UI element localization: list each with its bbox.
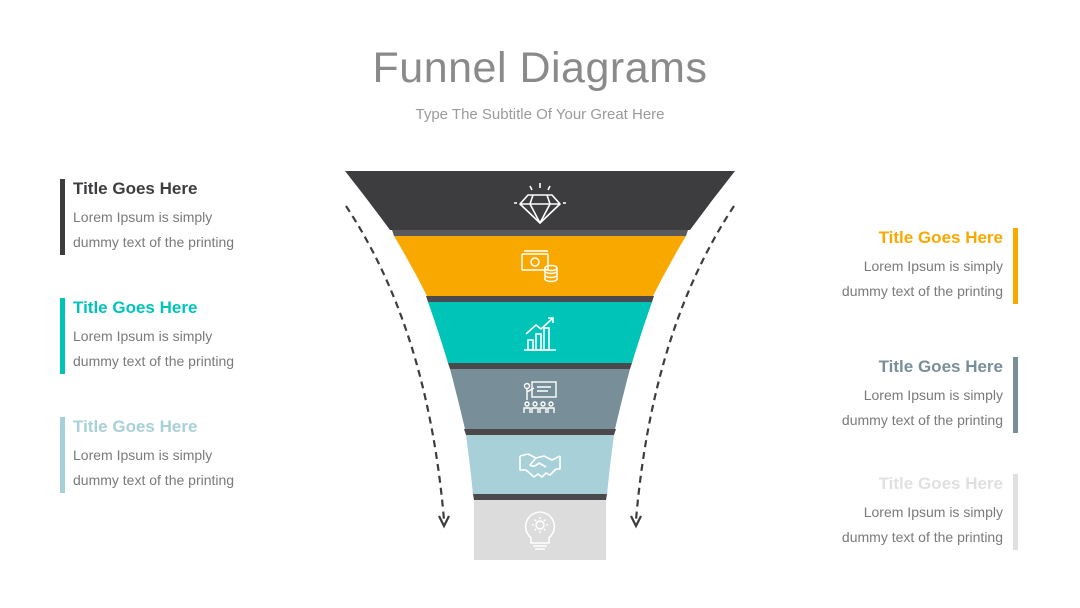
funnel-level-5 xyxy=(466,435,614,494)
handshake-icon xyxy=(519,453,561,478)
funnel-lip-4 xyxy=(464,429,616,435)
lightbulb-gear-icon xyxy=(524,511,556,550)
left-card-3-accent-bar xyxy=(60,417,65,493)
right-card-2-title: Title Goes Here xyxy=(878,357,1003,376)
right-card-1-text-line-2: dummy text of the printing xyxy=(841,283,1003,299)
funnel-level-4 xyxy=(450,369,630,429)
left-card-2-accent-bar xyxy=(60,298,65,374)
right-dashed-arrow xyxy=(634,205,735,521)
funnel-level-6 xyxy=(474,500,606,560)
funnel-level-1 xyxy=(345,171,735,230)
funnel-level-3 xyxy=(428,302,652,363)
funnel-level-2 xyxy=(394,236,686,296)
right-card-2-text-line-2: dummy text of the printing xyxy=(841,412,1003,428)
left-card-3-text-line-2: dummy text of the printing xyxy=(73,472,235,488)
right-card-1-accent-bar xyxy=(1013,228,1018,304)
growth-chart-icon xyxy=(524,317,556,351)
right-card-2-text-line-1: Lorem Ipsum is simply xyxy=(863,387,1003,403)
left-card-2-text-line-2: dummy text of the printing xyxy=(73,353,235,369)
left-card-3-text-line-1: Lorem Ipsum is simply xyxy=(73,447,213,463)
diamond-icon xyxy=(514,183,566,224)
right-card-3-accent-bar xyxy=(1013,474,1018,550)
left-card-2-title: Title Goes Here xyxy=(73,298,198,317)
page-title: Funnel Diagrams xyxy=(372,44,708,92)
left-card-3-title: Title Goes Here xyxy=(73,417,198,436)
right-card-3-text-line-2: dummy text of the printing xyxy=(841,529,1003,545)
right-card-1-title: Title Goes Here xyxy=(878,228,1003,247)
left-dashed-arrow xyxy=(345,205,446,521)
left-card-2-text-line-1: Lorem Ipsum is simply xyxy=(73,328,213,344)
funnel-lip-1 xyxy=(392,230,688,236)
left-card-1-title: Title Goes Here xyxy=(73,179,198,198)
left-arrow-head xyxy=(438,515,450,529)
page-subtitle: Type The Subtitle Of Your Great Here xyxy=(415,106,665,123)
left-card-1-text-line-2: dummy text of the printing xyxy=(73,234,235,250)
left-card-1-text-line-1: Lorem Ipsum is simply xyxy=(73,209,213,225)
right-card-2-accent-bar xyxy=(1013,357,1018,433)
right-card-3-text-line-1: Lorem Ipsum is simply xyxy=(863,504,1003,520)
funnel-lip-5 xyxy=(473,494,607,500)
presentation-icon xyxy=(523,381,557,413)
right-card-3-title: Title Goes Here xyxy=(878,474,1003,493)
funnel-lip-3 xyxy=(448,363,632,369)
money-icon xyxy=(521,250,558,283)
right-card-1-text-line-1: Lorem Ipsum is simply xyxy=(863,258,1003,274)
left-card-1-accent-bar xyxy=(60,179,65,255)
right-arrow-head xyxy=(630,515,642,529)
funnel-lip-2 xyxy=(426,296,654,302)
